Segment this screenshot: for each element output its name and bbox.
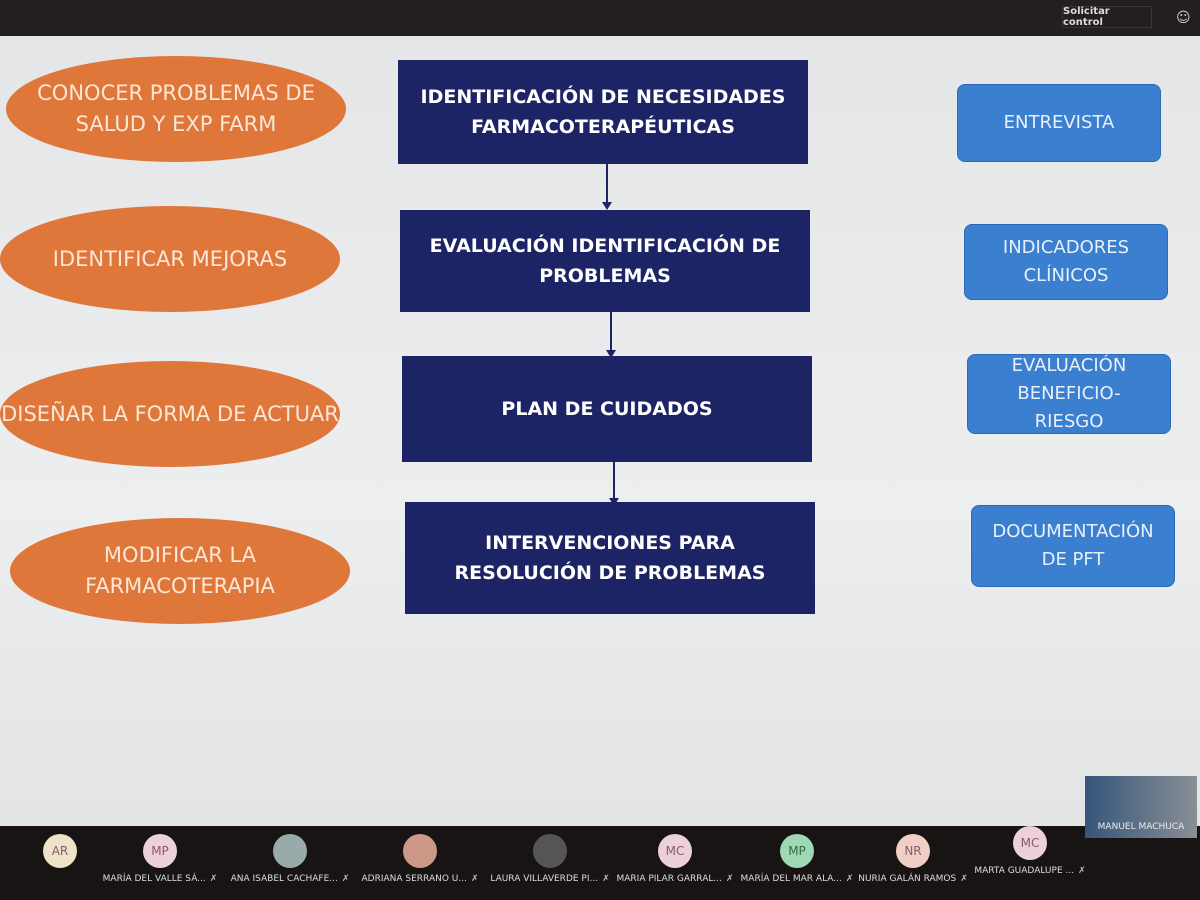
avatar: MC [1013,826,1047,860]
goal-ellipse: CONOCER PROBLEMAS DE SALUD Y EXP FARM [6,56,346,162]
avatar: MP [780,834,814,868]
avatar: AR [43,834,77,868]
participant-name: LAURA VILLAVERDE PI... [490,874,599,884]
participant-tile[interactable]: AR [0,834,125,874]
participant-tile[interactable]: ANA ISABEL CACHAFE...✗ [225,834,355,884]
participant-tile[interactable]: MP MARÍA DEL VALLE SÁ...✗ [95,834,225,884]
process-step: INTERVENCIONES PARA RESOLUCIÓN DE PROBLE… [405,502,815,614]
participant-tile[interactable]: LAURA VILLAVERDE PI...✗ [485,834,615,884]
flow-arrow [602,164,612,210]
meeting-toolbar: Solicitar control ☺ [0,0,1200,36]
mic-muted-icon: ✗ [470,874,479,884]
shared-slide: CONOCER PROBLEMAS DE SALUD Y EXP FARM ID… [0,36,1200,826]
mic-muted-icon: ✗ [725,874,734,884]
participant-name: MARÍA DEL VALLE SÁ... [102,874,206,884]
mic-muted-icon: ✗ [1078,866,1086,876]
request-control-button[interactable]: Solicitar control [1062,6,1152,28]
participant-name: MARÍA DEL MAR ALA... [740,874,842,884]
participant-tile[interactable]: ADRIANA SERRANO U...✗ [355,834,485,884]
mic-muted-icon: ✗ [845,874,854,884]
avatar: MP [143,834,177,868]
mic-muted-icon: ✗ [341,874,350,884]
participant-name: ADRIANA SERRANO U... [361,874,467,884]
avatar [533,834,567,868]
mic-muted-icon: ✗ [209,874,218,884]
process-step: PLAN DE CUIDADOS [402,356,812,462]
participant-name: NURIA GALÁN RAMOS [858,874,957,884]
flow-arrow [609,462,619,506]
tool-box: ENTREVISTA [957,84,1161,162]
participant-tile[interactable]: MC MARTA GUADALUPE ...✗ [965,826,1095,876]
avatar [273,834,307,868]
avatar: NR [896,834,930,868]
process-step: IDENTIFICACIÓN DE NECESIDADES FARMACOTER… [398,60,808,164]
flow-arrow [606,312,616,358]
process-step: EVALUACIÓN IDENTIFICACIÓN DE PROBLEMAS [400,210,810,312]
tool-box: DOCUMENTACIÓN DE PFT [971,505,1175,587]
presenter-video[interactable]: MANUEL MACHUCA [1085,776,1197,838]
participant-name: MARIA PILAR GARRAL... [616,874,722,884]
tool-box: EVALUACIÓN BENEFICIO-RIESGO [967,354,1171,434]
goal-ellipse: IDENTIFICAR MEJORAS [0,206,340,312]
goal-ellipse: MODIFICAR LA FARMACOTERAPIA [10,518,350,624]
tool-box: INDICADORES CLÍNICOS [964,224,1168,300]
participant-tile[interactable]: MP MARÍA DEL MAR ALA...✗ [732,834,862,884]
mic-muted-icon: ✗ [960,874,968,884]
goal-ellipse: DISEÑAR LA FORMA DE ACTUAR [0,361,340,467]
avatar: MC [658,834,692,868]
participants-icon[interactable]: ☺ [1176,10,1191,26]
avatar [403,834,437,868]
mic-muted-icon: ✗ [602,874,610,884]
participant-name: MARTA GUADALUPE ... [974,866,1075,876]
participant-name: ANA ISABEL CACHAFE... [230,874,338,884]
participant-tile[interactable]: MC MARIA PILAR GARRAL...✗ [610,834,740,884]
